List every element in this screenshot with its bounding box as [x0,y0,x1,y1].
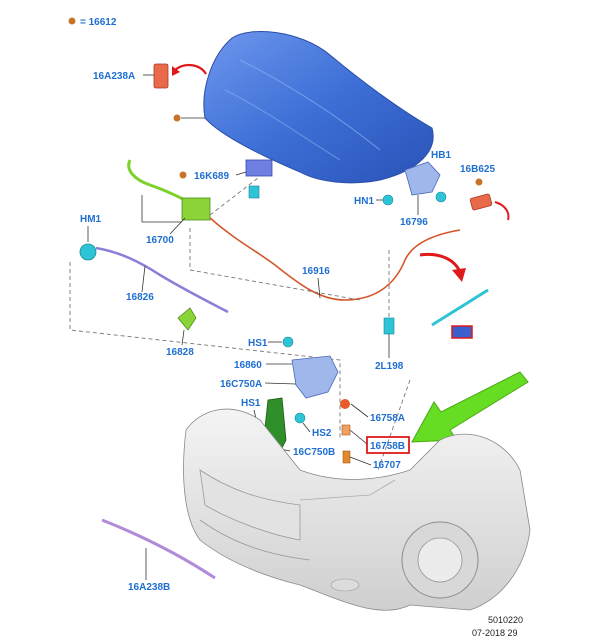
part-16K689-group: 16K689 [179,159,273,199]
part-16860-group: HS1 16860 16C750A [220,336,339,399]
part-2L198-group: 2L198 [375,317,404,372]
red-arrowhead-icon [172,66,180,76]
bumper-pad-part [469,193,493,211]
label-16A238A[interactable]: 16A238A [93,71,135,82]
label-HS1-top[interactable]: HS1 [248,338,268,349]
16B625-dot [475,178,483,186]
green-pointer-arrow-icon [411,371,529,443]
label-16707[interactable]: 16707 [373,460,401,471]
highlighted-small-part [451,325,473,339]
hood-insulator-part [153,63,169,89]
hs2-bolt-part [294,412,306,424]
seal-strip-part [101,518,216,580]
legend-text: = 16612 [80,17,117,28]
part-16B625-group: 16B625 [460,164,510,221]
striker-bracket-part [245,159,273,177]
highlight-box-16758B[interactable] [366,436,410,454]
hs1-bolt-part [282,336,294,348]
label-16860[interactable]: 16860 [234,360,262,371]
car-front-body [183,408,531,611]
legend: = 16612 [68,17,117,28]
hinge-bolt-part [382,194,394,206]
hood-panel [203,30,434,184]
label-HM1[interactable]: HM1 [80,214,102,225]
label-16826[interactable]: 16826 [126,292,154,303]
part-16826-group: HM1 16826 16828 [79,214,229,358]
part-16700-group: 16700 [127,159,211,246]
grommet-part [341,424,351,436]
label-16C750A[interactable]: 16C750A [220,379,262,390]
label-16916[interactable]: 16916 [302,266,330,277]
label-HS1-bottom[interactable]: HS1 [241,398,261,409]
cable-clip-part [383,317,395,335]
latch-body-part [181,197,211,221]
part-16916-group: 16916 [209,217,466,301]
label-16700[interactable]: 16700 [146,235,174,246]
label-16A238B[interactable]: 16A238B [128,582,170,593]
hinge-bolt-part-2 [435,191,447,203]
label-16C750B[interactable]: 16C750B [293,447,335,458]
hood-switch-part [177,307,197,331]
label-HB1[interactable]: HB1 [431,150,451,161]
release-handle-group [431,288,489,339]
curved-red-arrow-icon-3 [419,252,462,273]
release-handle-part [431,288,489,327]
curved-red-arrow-icon-2 [494,201,510,221]
label-16828[interactable]: 16828 [166,347,194,358]
label-HN1[interactable]: HN1 [354,196,374,207]
cable-end-part [342,450,351,464]
hood-16612-dot [173,114,181,122]
part-16796-group: HB1 HN1 16796 [354,150,451,228]
label-16758A[interactable]: 16758A [370,413,405,424]
part-16A238A-group: 16A238A [93,63,207,89]
striker-pin-part [248,185,260,199]
red-arrowhead-icon-3 [452,268,466,282]
hood-hinge-part [404,161,441,196]
latch-wire-part [127,159,186,202]
release-cable-part [209,217,461,301]
label-16758B[interactable]: 16758B [370,441,405,452]
label-HS2[interactable]: HS2 [312,428,332,439]
part-16A238B-group: 16A238B [101,518,216,593]
curved-red-arrow-icon [174,64,207,75]
label-16K689[interactable]: 16K689 [194,171,229,182]
label-2L198[interactable]: 2L198 [375,361,404,372]
hood-ajar-wire-part [95,246,229,314]
label-16796[interactable]: 16796 [400,217,428,228]
footer-code: 5010220 [488,615,523,625]
part-16758-group: 16758A 16758B 16707 [340,399,410,471]
hm1-clip-part [79,243,97,261]
footer-date: 07-2018 29 [472,628,518,638]
label-16B625[interactable]: 16B625 [460,164,495,175]
support-bracket-part [291,355,339,399]
16K689-dot [179,171,187,179]
legend-dot [68,17,76,25]
16758A-dot [340,399,350,409]
